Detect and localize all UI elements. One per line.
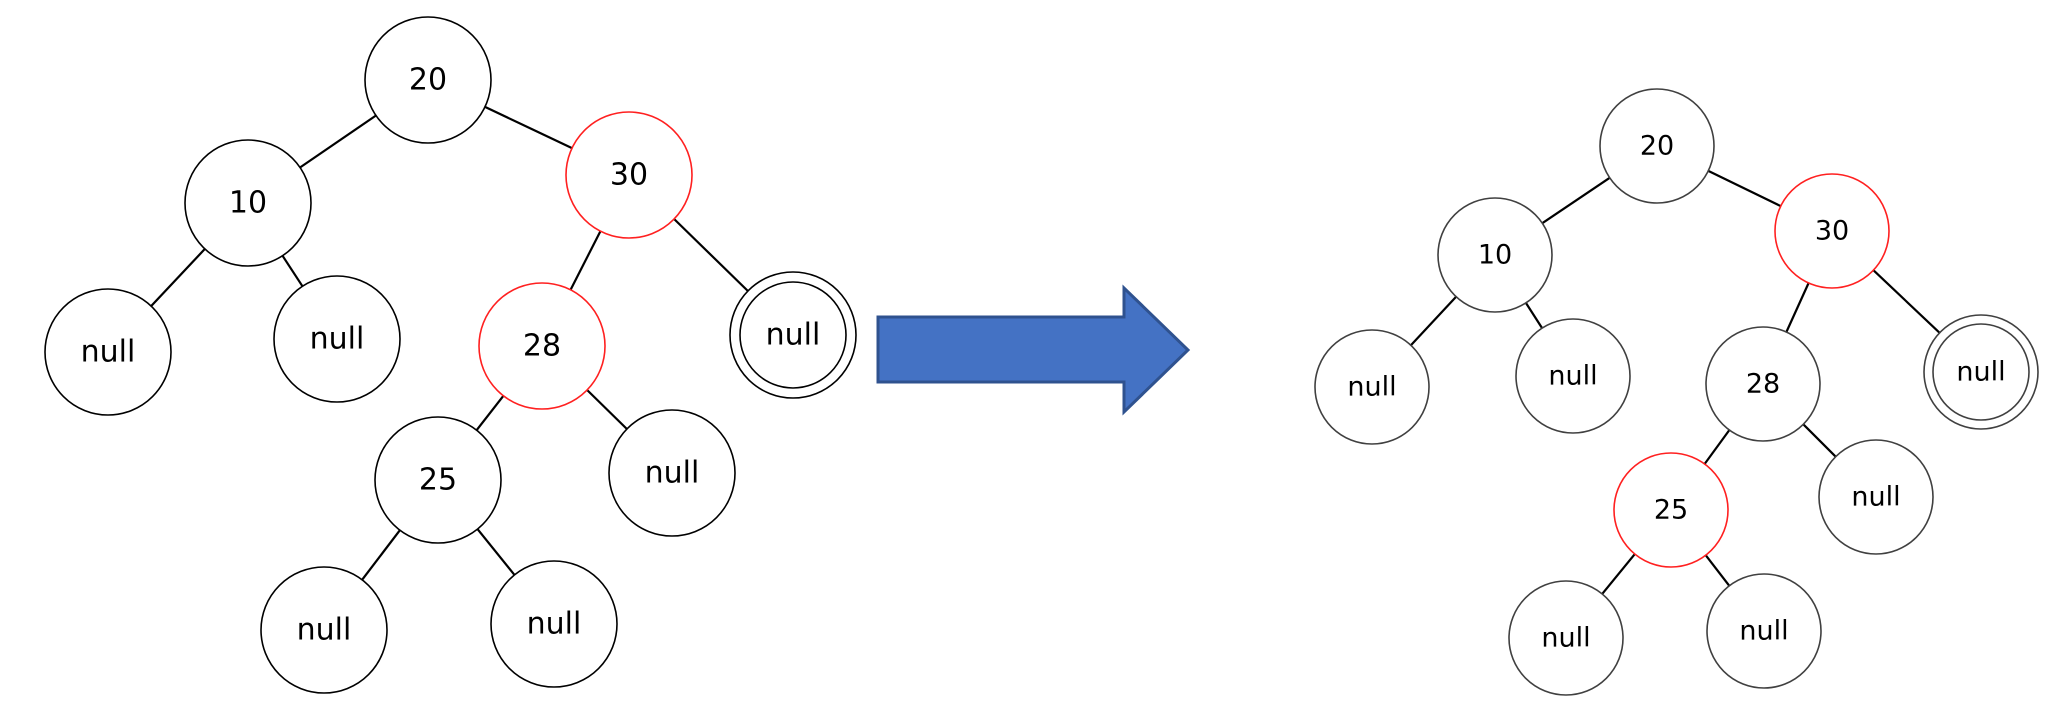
node-label: 30 [1815,216,1849,247]
node-circle [364,16,492,144]
node-label: null [310,322,365,357]
node-label: 10 [229,186,267,221]
edge-30-to-null [1872,269,1941,334]
node-circle [1599,88,1715,204]
node-20: 20 [364,16,492,144]
node-label: null [1548,361,1597,392]
node-label: null [1347,372,1396,403]
edge-28-to-null [1802,423,1837,458]
edge-10-to-null [1410,295,1457,347]
node-null-leaf: null [1515,318,1631,434]
node-circle [374,416,502,544]
node-inner-ring [739,281,847,389]
node-circle [273,275,401,403]
node-circle [1613,452,1729,568]
edge-25-to-null [1704,554,1731,587]
edge-25-to-null [361,529,401,581]
node-null-leaf: null [490,560,618,688]
before-tree: 20 10 30 null null 28 null 25 null null null [44,16,857,694]
node-circle [1818,439,1934,555]
node-label: 10 [1478,240,1512,271]
node-null-leaf: null [273,275,401,403]
edge-25-to-null [1601,553,1636,595]
node-circle [608,409,736,537]
edge-20-to-30 [484,105,573,150]
node-null-leaf: null [608,409,736,537]
edge-28-to-null [586,389,628,430]
edge-10-to-null [1524,302,1544,329]
edge-28-to-25 [475,395,505,431]
node-20: 20 [1599,88,1715,204]
node-10: 10 [1437,197,1553,313]
edge-20-to-30 [1707,169,1782,208]
node-circle [1515,318,1631,434]
right-arrow-icon [876,284,1191,416]
edge-20-to-10 [299,114,377,169]
edge-20-to-10 [1541,176,1611,225]
node-null-leaf: null [1923,314,2039,430]
node-28: 28 [478,282,606,410]
node-30: 30 [1774,173,1890,289]
node-label: null [527,607,582,642]
node-circle [1437,197,1553,313]
node-inner-ring [1932,323,2030,421]
node-label: 28 [1746,369,1780,400]
node-label: 20 [1640,131,1674,162]
node-circle [1706,573,1822,689]
node-label: 30 [610,158,648,193]
node-label: null [297,613,352,648]
node-25: 25 [1613,452,1729,568]
node-circle [260,566,388,694]
node-null-leaf: null [729,271,857,399]
node-label: null [1739,616,1788,647]
node-28: 28 [1705,326,1821,442]
node-null-leaf: null [260,566,388,694]
node-label: 25 [1654,495,1688,526]
node-null-leaf: null [1706,573,1822,689]
edge-30-to-28 [1785,282,1810,333]
node-circle [478,282,606,410]
edge-25-to-null [476,528,516,576]
node-circle [1508,580,1624,696]
node-label: null [81,335,136,370]
node-circle [490,560,618,688]
node-label: 25 [419,463,457,498]
right-arrow-shape [876,284,1191,416]
node-label: null [766,318,821,353]
node-null-leaf: null [44,288,172,416]
node-label: null [645,456,700,491]
node-30: 30 [565,111,693,239]
node-label: null [1956,357,2005,388]
node-label: 20 [409,63,447,98]
node-circle [1314,329,1430,445]
node-label: null [1851,482,1900,513]
node-label: 28 [523,329,561,364]
node-null-leaf: null [1508,580,1624,696]
edge-30-to-28 [569,230,602,291]
edge-10-to-null [150,248,206,307]
node-circle [44,288,172,416]
node-circle [565,111,693,239]
node-25: 25 [374,416,502,544]
node-circle [1705,326,1821,442]
edge-30-to-null [673,218,749,292]
node-circle [1774,173,1890,289]
node-null-leaf: null [1314,329,1430,445]
node-circle [184,139,312,267]
edge-28-to-25 [1703,429,1731,465]
node-10: 10 [184,139,312,267]
edge-10-to-null [281,255,304,287]
node-label: null [1541,623,1590,654]
after-tree: 20 10 30 null null 28 null 25 null null null [1314,88,2039,696]
node-null-leaf: null [1818,439,1934,555]
